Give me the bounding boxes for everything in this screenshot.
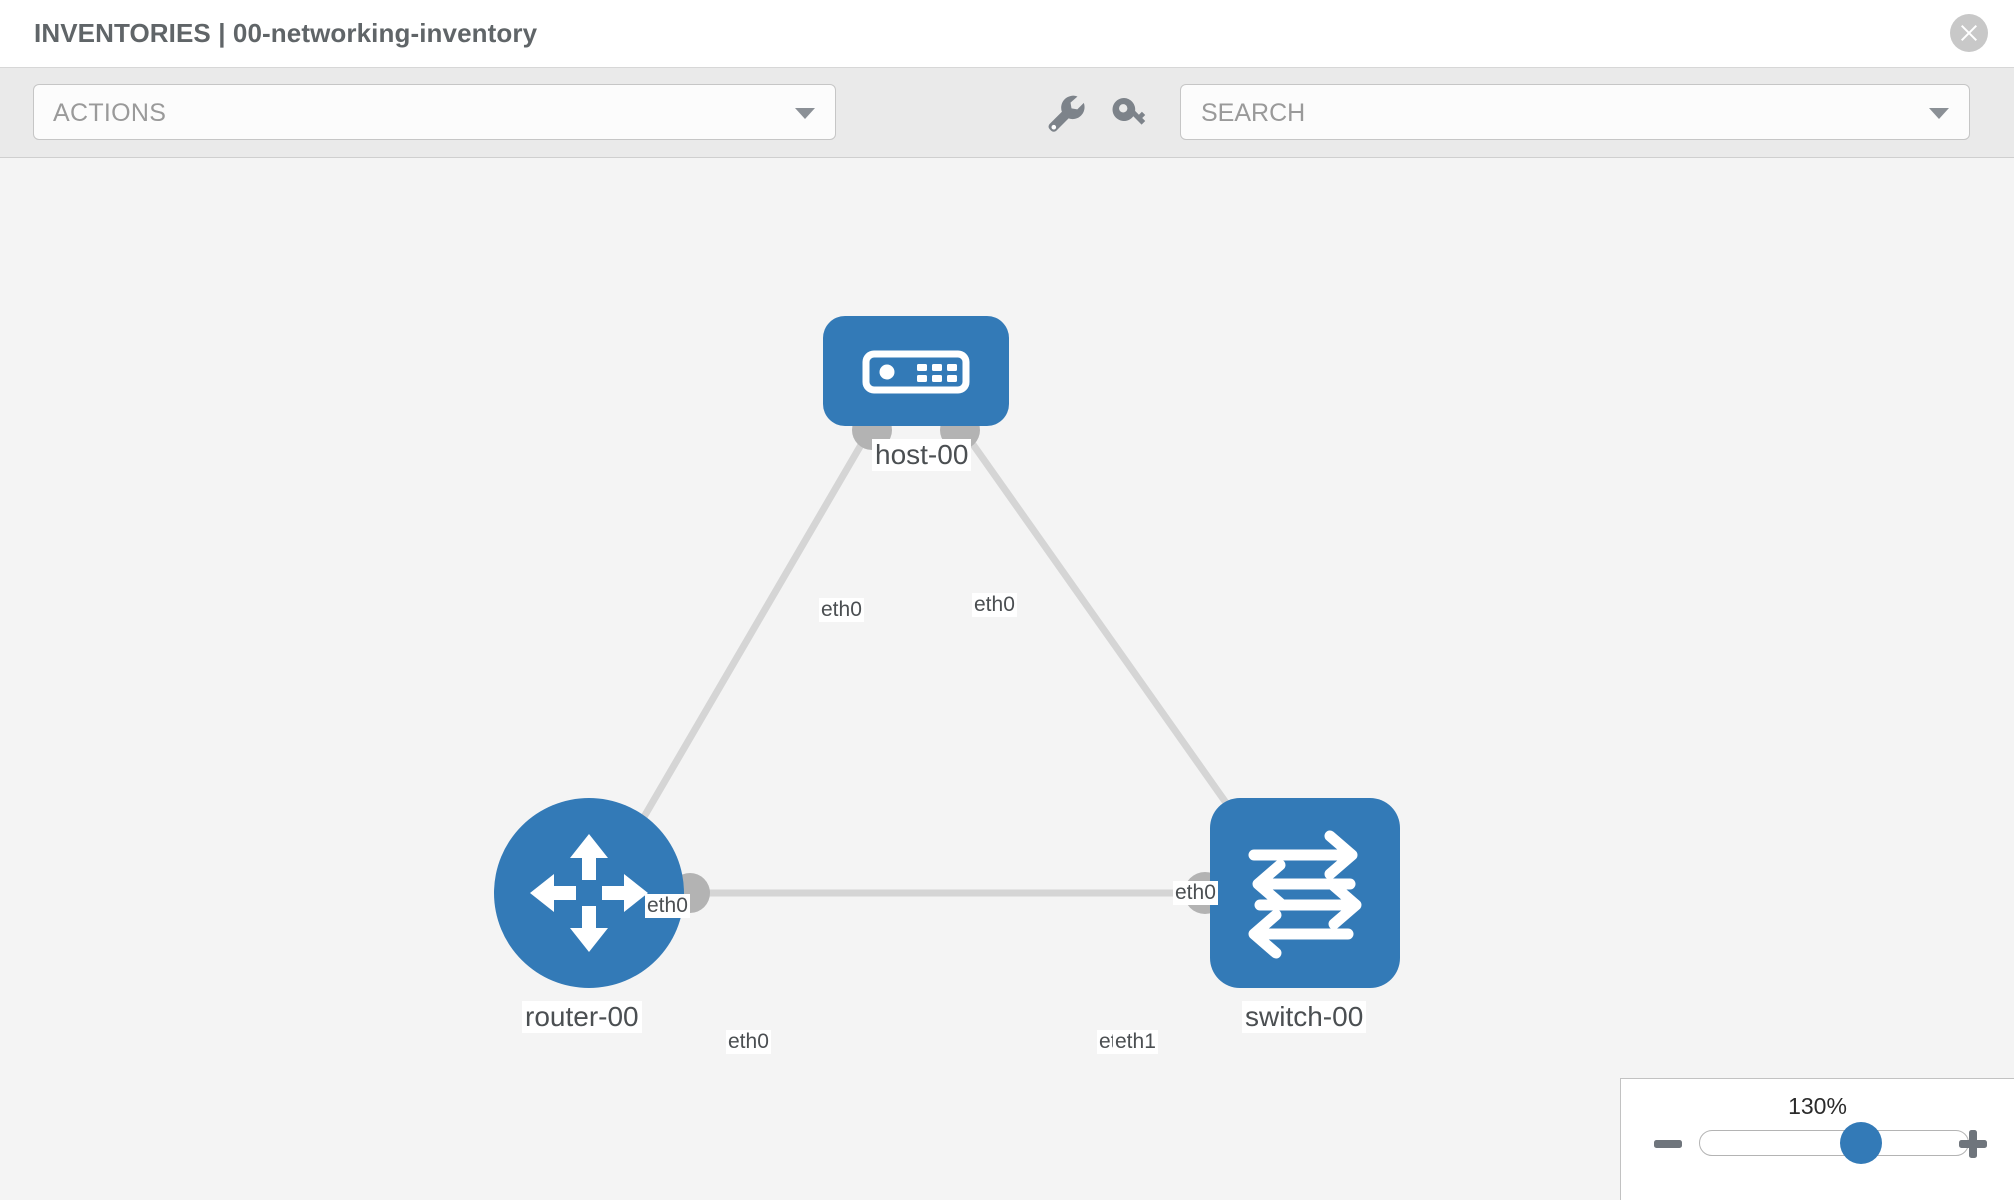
actions-dropdown-label: ACTIONS xyxy=(53,99,167,127)
wrench-icon[interactable] xyxy=(1037,86,1089,138)
topology-links xyxy=(616,410,1286,914)
toolbar: ACTIONS xyxy=(0,68,2014,158)
chevron-down-icon[interactable] xyxy=(1929,108,1949,119)
topology-node-router-00[interactable] xyxy=(494,798,684,988)
router-arrows-icon xyxy=(530,834,648,952)
server-icon xyxy=(862,350,970,394)
topology-node-host-00[interactable] xyxy=(823,316,1009,426)
topology-node-switch-00[interactable] xyxy=(1210,798,1400,988)
actions-dropdown[interactable]: ACTIONS xyxy=(33,84,836,140)
plus-icon[interactable] xyxy=(1956,1127,1990,1161)
search-box[interactable] xyxy=(1180,84,1970,141)
zoom-percent-label: 130% xyxy=(1788,1093,1847,1119)
topology-canvas[interactable]: host-00 router-00 xyxy=(0,158,2014,1200)
key-icon[interactable] xyxy=(1105,86,1157,138)
switch-arrows-icon xyxy=(1248,830,1362,959)
link-host00-switch00 xyxy=(956,422,1269,862)
link-connectors xyxy=(670,410,1286,914)
close-icon[interactable] xyxy=(1950,14,1988,52)
zoom-slider[interactable] xyxy=(1699,1130,1969,1156)
zoom-slider-thumb[interactable] xyxy=(1840,1122,1882,1164)
page-title: INVENTORIES | 00-networking-inventory xyxy=(34,18,538,48)
link-host00-router00 xyxy=(616,422,876,862)
minus-icon[interactable] xyxy=(1651,1127,1685,1161)
chevron-down-icon xyxy=(795,108,815,119)
title-bar: INVENTORIES | 00-networking-inventory xyxy=(0,0,2014,68)
zoom-control-panel: 130% xyxy=(1620,1078,2014,1200)
search-input[interactable] xyxy=(1199,85,1903,141)
